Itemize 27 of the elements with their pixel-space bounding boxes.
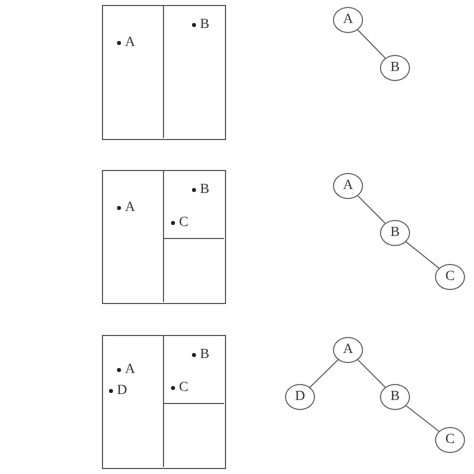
partition-panel (102, 335, 226, 469)
tree-node: A (333, 7, 363, 33)
point-label: A (117, 363, 136, 377)
tree-node: A (333, 337, 363, 363)
tree-edge (357, 359, 386, 388)
tree-edge (406, 405, 440, 432)
tree-edge (357, 195, 386, 224)
tree-node: B (380, 55, 410, 81)
tree-node: D (285, 384, 315, 410)
tree-node: B (380, 384, 410, 410)
point-label: B (192, 18, 210, 32)
point-label: B (192, 348, 210, 362)
partition-panel (102, 5, 226, 140)
point-label: D (109, 384, 128, 398)
point-label: C (171, 381, 188, 395)
tree-node: C (435, 427, 465, 453)
tree-edge (357, 29, 386, 59)
point-label: A (117, 36, 136, 50)
point-label: C (171, 216, 188, 230)
point-label: B (192, 183, 210, 197)
tree-node: C (435, 264, 465, 290)
tree-edge (309, 359, 339, 388)
point-label: A (117, 201, 136, 215)
tree-edge (406, 241, 440, 269)
tree-node: B (380, 220, 410, 246)
partition-panel (102, 170, 226, 304)
tree-node: A (333, 173, 363, 199)
